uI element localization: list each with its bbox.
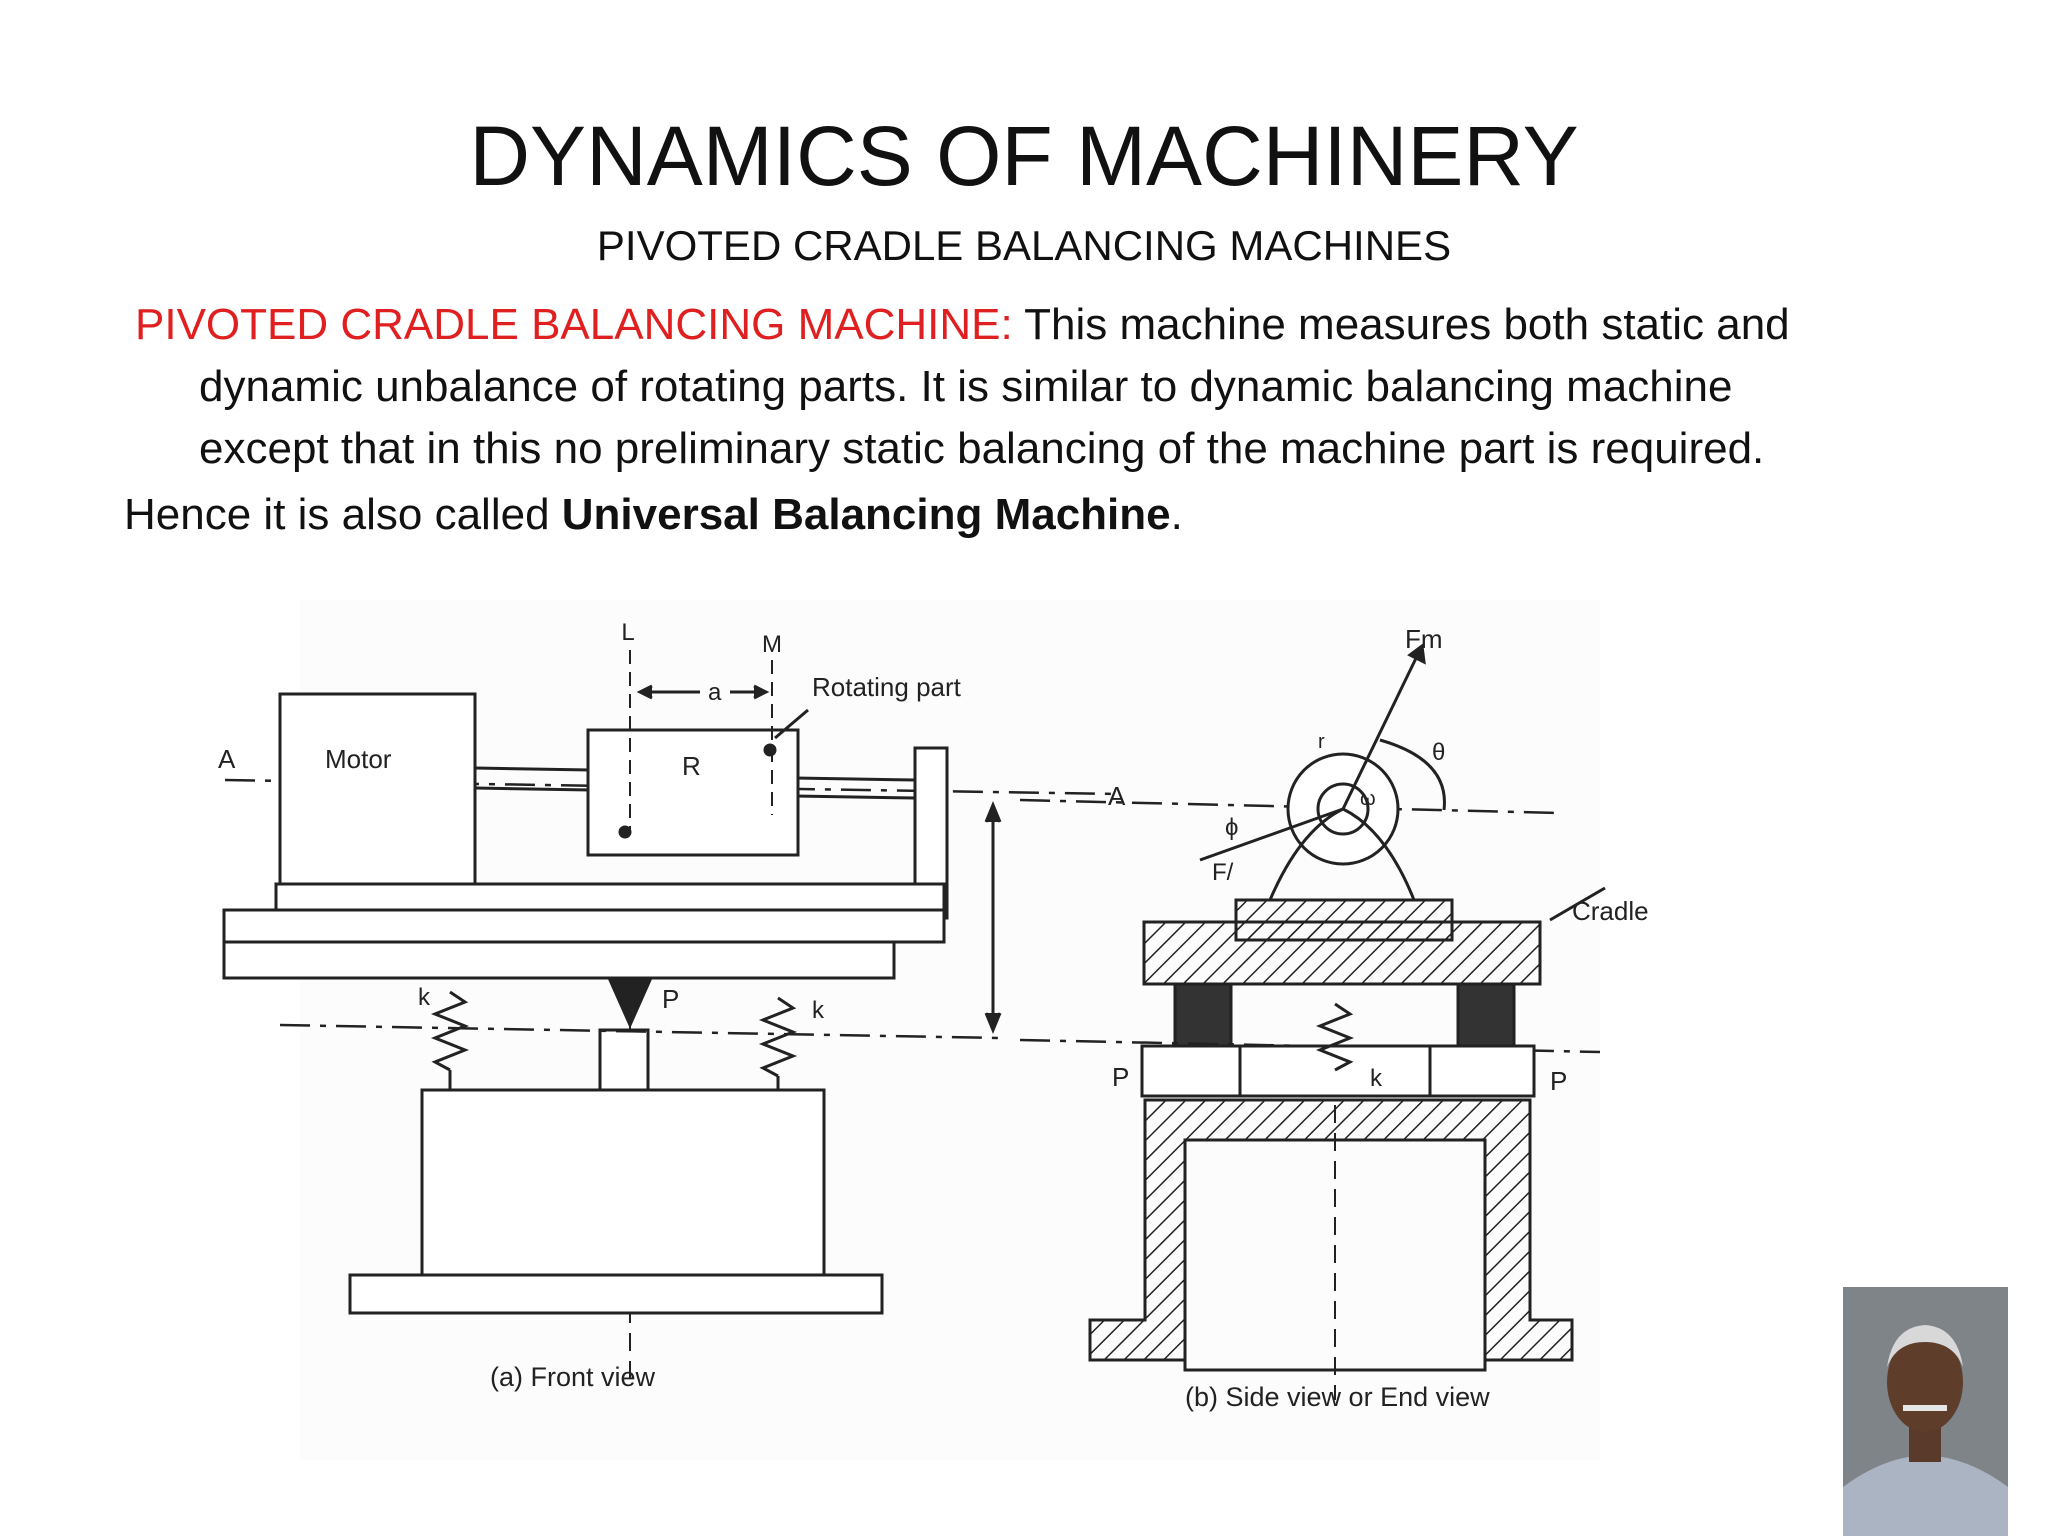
label-A-front: A	[218, 744, 236, 774]
label-omega: ω	[1360, 788, 1376, 810]
caption-front-view: (a) Front view	[490, 1362, 656, 1392]
motor-block	[278, 692, 477, 886]
label-k-left: k	[418, 984, 431, 1011]
hence-suffix: .	[1170, 490, 1183, 539]
label-rotating-part: Rotating part	[812, 672, 962, 702]
diagram-svg: L M a Rotating part A Motor R k P k A Fm…	[218, 600, 1649, 1460]
label-cradle: Cradle	[1572, 896, 1649, 926]
label-theta: θ	[1432, 739, 1445, 766]
label-P-front: P	[662, 984, 679, 1014]
label-a: a	[708, 679, 722, 706]
caption-side-view: (b) Side view or End view	[1185, 1382, 1490, 1412]
label-F: F/	[1212, 859, 1234, 886]
label-L: L	[621, 619, 634, 646]
hence-line: Hence it is also called Universal Balanc…	[124, 490, 1183, 540]
paragraph-line-1: This machine measures both static and	[1012, 300, 1790, 349]
label-r: r	[1318, 731, 1325, 753]
pedestal-block	[420, 1088, 826, 1277]
label-phi: ϕ	[1225, 814, 1238, 841]
front-view	[222, 650, 1121, 1380]
hence-prefix: Hence it is also called	[124, 490, 562, 539]
paragraph-lead: PIVOTED CRADLE BALANCING MACHINE:	[135, 300, 1013, 349]
label-R: R	[682, 751, 701, 781]
presenter-icon	[1843, 1287, 2008, 1536]
side-view	[1019, 643, 1606, 1400]
label-P-side-left: P	[1112, 1062, 1129, 1092]
presenter-photo	[1843, 1287, 2008, 1536]
paragraph-line-2: dynamic unbalance of rotating parts. It …	[199, 362, 1733, 411]
paragraph-line-3: except that in this no preliminary stati…	[199, 424, 1765, 473]
label-motor: Motor	[325, 744, 392, 774]
label-k-side: k	[1370, 1065, 1383, 1092]
slide-subtitle: PIVOTED CRADLE BALANCING MACHINES	[596, 222, 1452, 269]
label-M: M	[762, 631, 782, 658]
label-k-right: k	[812, 997, 825, 1024]
description-paragraph: PIVOTED CRADLE BALANCING MACHINE: This m…	[135, 294, 1935, 480]
label-A-side: A	[1108, 781, 1126, 811]
machine-diagram: L M a Rotating part A Motor R k P k A Fm…	[200, 600, 1700, 1460]
slide-title: DYNAMICS OF MACHINERY	[469, 109, 1579, 203]
universal-balancing-machine-term: Universal Balancing Machine	[561, 490, 1171, 539]
label-Fm: Fm	[1405, 624, 1443, 654]
label-P-side-right: P	[1550, 1066, 1567, 1096]
cradle-block	[1142, 920, 1542, 986]
